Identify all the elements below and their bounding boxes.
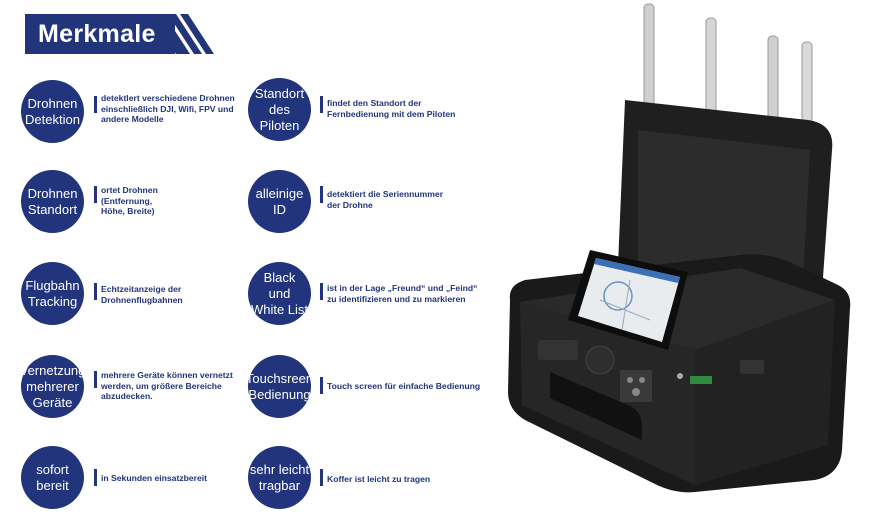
page-title: Merkmale (38, 20, 156, 48)
feature-circle-black-white-list: Black und White List (248, 262, 311, 325)
feature-desc-flugbahn-tracking: Echtzeitanzeige der Drohnenflugbahnen (101, 284, 183, 305)
feature-circle-vernetzung: Vernetzung mehrerer Geräte (20, 355, 85, 418)
feature-desc-drohnen-standort: ortet Drohnen (Entfernung, Höhe, Breite) (101, 185, 158, 216)
feature-bar (320, 186, 323, 203)
feature-bar (320, 377, 323, 394)
feature-desc-vernetzung: mehrere Geräte können vernetzt werden, u… (101, 370, 233, 401)
feature-circle-drohnen-detektion: Drohnen Detektion (21, 80, 84, 143)
feature-desc-touchscreen: Touch screen für einfache Bedienung (327, 381, 481, 391)
feature-desc-sofort-bereit: in Sekunden einsatzbereit (101, 473, 208, 483)
feature-circle-sofort-bereit: sofort bereit (21, 446, 84, 509)
touchscreen-display (568, 250, 688, 350)
feature-circle-sehr-leicht-tragbar: sehr leicht tragbar (248, 446, 311, 509)
feature-bar (94, 469, 97, 486)
feature-bar (94, 186, 97, 203)
feature-circle-touchscreen: Touchsreen Bedienung (246, 355, 313, 418)
feature-bar (94, 283, 97, 300)
feature-bar (320, 283, 323, 300)
feature-bar (320, 96, 323, 113)
feature-bar (320, 469, 323, 486)
feature-desc-drohnen-detektion: detektlert verschiedene Drohnen einschli… (101, 93, 235, 124)
feature-desc-standort-des-piloten: findet den Standort der Fernbedienung mi… (327, 98, 456, 119)
feature-circle-alleinige-id: alleinige ID (248, 170, 311, 233)
feature-circle-drohnen-standort: Drohnen Standort (21, 170, 84, 233)
drone-detector-case-image (508, 3, 851, 493)
feature-bar (94, 371, 97, 388)
feature-circle-flugbahn-tracking: Flugbahn Tracking (21, 262, 84, 325)
banner-stripes (150, 14, 214, 54)
feature-desc-alleinige-id: detektiert die Seriennummer der Drohne (327, 189, 444, 210)
header-banner (25, 14, 175, 54)
feature-desc-black-white-list: ist in der Lage „Freund“ und „Feind“ zu … (327, 283, 478, 304)
feature-circle-standort-des-piloten: Standort des Piloten (248, 78, 311, 141)
feature-desc-sehr-leicht-tragbar: Koffer ist leicht zu tragen (327, 474, 431, 484)
feature-bar (94, 96, 97, 113)
